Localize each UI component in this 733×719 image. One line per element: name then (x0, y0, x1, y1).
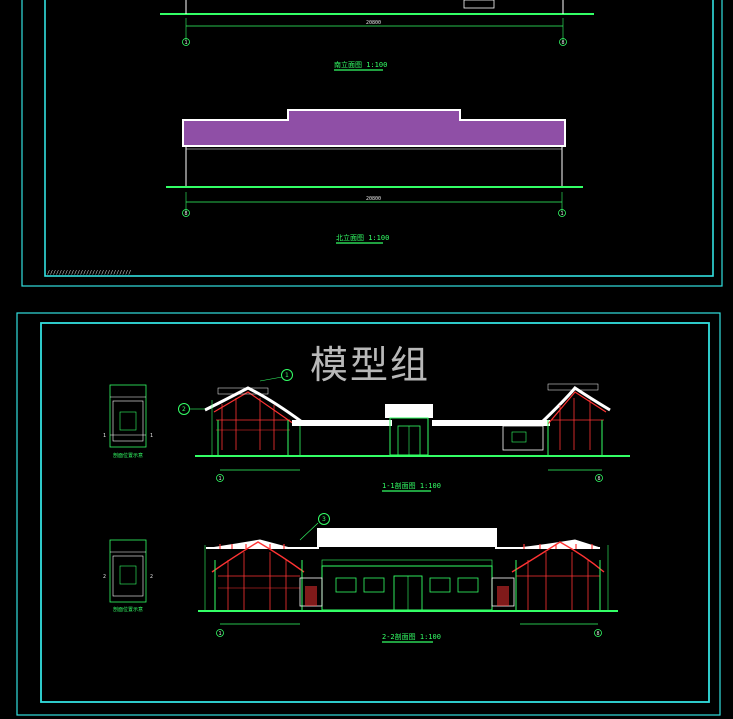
svg-text:3: 3 (322, 516, 326, 523)
svg-text:1: 1 (185, 40, 188, 46)
key-plan-2: 2 2 剖面位置示意 (103, 539, 153, 613)
detail-callout (281, 369, 293, 381)
elevation-a-caption: 南立面图 1:100 (334, 60, 387, 69)
key-plan-2-caption: 剖面位置示意 (113, 606, 143, 613)
svg-text:2: 2 (103, 574, 106, 580)
svg-text:1: 1 (150, 433, 153, 439)
section-2-caption: 2-2剖面图 1:100 (382, 632, 441, 641)
bottom-sheet-outer-frame (16, 312, 721, 716)
axis-bubble (558, 209, 566, 217)
bottom-sheet: 1 1 剖面位置示意 2 2 剖面位置示意 (16, 312, 721, 716)
section-1-right-roof (538, 386, 611, 426)
elevation-b-caption: 北立面图 1:100 (336, 233, 389, 242)
elevation-b-dimension: 20800 (366, 196, 381, 202)
axis-bubble (594, 629, 602, 637)
bottom-sheet-inner-frame (40, 322, 710, 703)
top-sheet-border-strip: //////////////////////////// (47, 270, 131, 276)
axis-bubble (216, 629, 224, 637)
top-sheet-outer-frame (21, 0, 723, 287)
section-2-facade (321, 565, 493, 611)
axis-bubble (595, 474, 603, 482)
svg-text:8: 8 (185, 211, 188, 217)
axis-bubble (182, 38, 190, 46)
detail-callout (178, 403, 190, 415)
section-1-left-roof (204, 386, 303, 424)
elevation-b-roof (182, 109, 566, 147)
svg-text:8: 8 (597, 631, 600, 637)
svg-text:1: 1 (285, 372, 289, 379)
section-2-2: 1 8 3 2-2剖面图 1:100 (198, 513, 618, 643)
elevation-b: 20800 8 1 北立面图 1:100 (166, 109, 583, 244)
axis-bubble (182, 209, 190, 217)
top-sheet-inner-frame (44, 0, 714, 277)
elevation-a: 20800 1 8 南立面图 1:100 (160, 0, 594, 71)
svg-text:2: 2 (182, 406, 186, 413)
svg-text:2: 2 (150, 574, 153, 580)
section-2-main-roof (318, 529, 496, 547)
section-1-corridor (292, 420, 392, 426)
section-1-caption: 1-1剖面图 1:100 (382, 481, 441, 490)
svg-text:8: 8 (562, 40, 565, 46)
svg-text:8: 8 (598, 476, 601, 482)
axis-bubble (559, 38, 567, 46)
svg-text:1: 1 (219, 476, 222, 482)
svg-text:1: 1 (561, 211, 564, 217)
svg-text:1: 1 (219, 631, 222, 637)
top-sheet: //////////////////////////// 20800 1 8 南… (21, 0, 723, 287)
axis-bubble (216, 474, 224, 482)
key-plan-1-caption: 剖面位置示意 (113, 452, 143, 459)
elevation-a-dimension: 20800 (366, 20, 381, 26)
key-plan-1: 1 1 剖面位置示意 (103, 384, 153, 459)
section-1-1: 1 8 1 2 1-1剖面图 1:100 (178, 369, 630, 492)
detail-callout (318, 513, 330, 525)
svg-text:1: 1 (103, 433, 106, 439)
section-1-gate (385, 404, 433, 418)
